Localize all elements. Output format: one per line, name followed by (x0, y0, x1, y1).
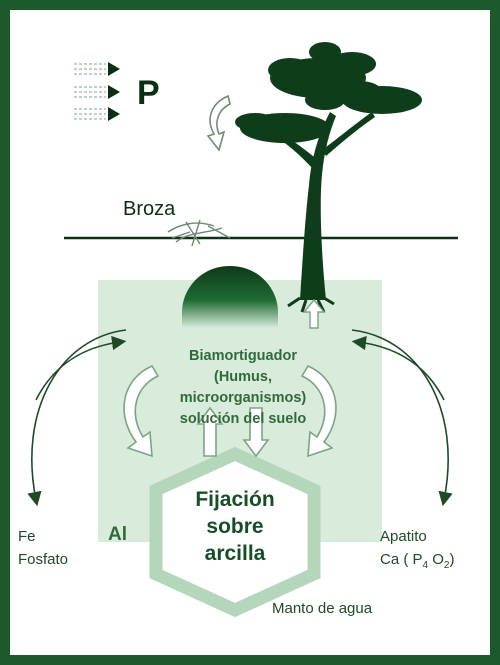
ca-formula-sub2: 2 (443, 560, 450, 571)
broza-label: Broza (123, 198, 176, 220)
fijacion-line: Fijación (195, 488, 275, 511)
al-label: Al (108, 524, 127, 545)
biamortiguador-line: solución del suelo (179, 411, 307, 427)
apatito-label: Apatito (380, 528, 427, 545)
litter-icon (167, 219, 231, 247)
ca-formula-prefix: Ca ( P (380, 551, 423, 568)
up-arrow-icon (302, 298, 326, 329)
tree-icon (235, 42, 422, 313)
biamortiguador-text: Biamortiguador (Humus, microorganismos) … (118, 346, 368, 430)
manto-de-agua-label: Manto de agua (272, 600, 373, 617)
down-arrow-icon (206, 94, 231, 152)
biamortiguador-line: microorganismos) (179, 390, 307, 406)
exchange-arrows-icon (196, 406, 270, 458)
leaching-arrows-icon (27, 329, 453, 507)
humus-mound-icon (182, 266, 278, 328)
ca-formula-suffix: ) (449, 551, 455, 568)
sun-ray-arrows-icon (74, 62, 120, 121)
apatito-label-block: Apatito Ca ( P4 O2) (380, 525, 454, 577)
clay-hexagon (149, 446, 321, 618)
fijacion-line: arcilla (204, 542, 266, 565)
ca-formula-mid: O (428, 551, 444, 568)
ca-formula-sub1: 4 (422, 560, 429, 571)
biamortiguador-line: (Humus, (214, 369, 272, 385)
fe-label: Fe (18, 528, 36, 545)
phosphorus-label: P (137, 74, 160, 112)
fe-fosfato-label: Fe Fosfato (18, 525, 68, 571)
fijacion-line: sobre (206, 515, 264, 538)
fosfato-label: Fosfato (18, 551, 69, 568)
fijacion-text: Fijación sobre arcilla (165, 486, 305, 567)
ca-formula-label: Ca ( P4 O2) (380, 548, 454, 577)
biamortiguador-line: Biamortiguador (189, 348, 297, 364)
circulation-arrows-icon (123, 364, 337, 458)
